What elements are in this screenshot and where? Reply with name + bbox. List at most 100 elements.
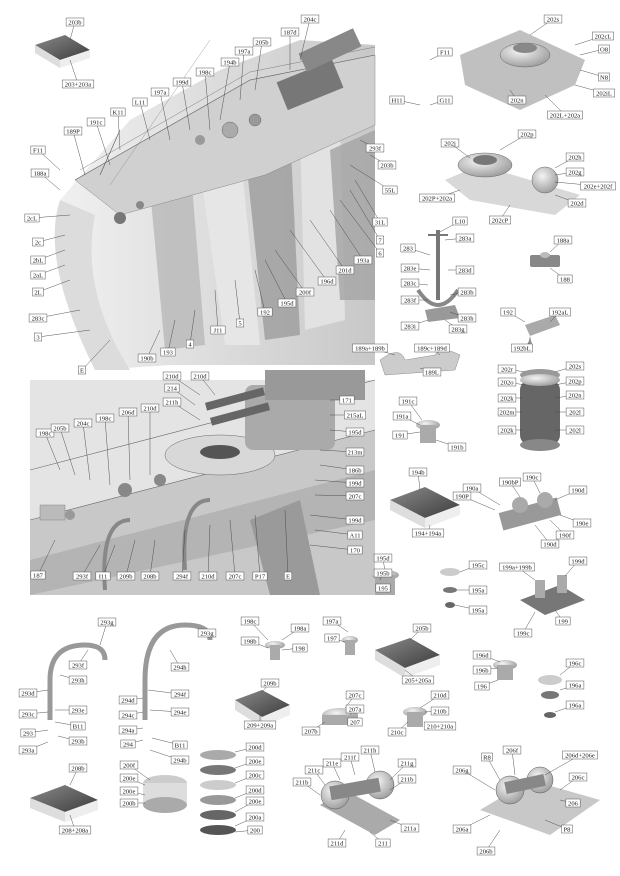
part-label: 211h bbox=[360, 745, 380, 773]
label-box bbox=[568, 772, 588, 782]
leader-line bbox=[104, 417, 111, 486]
part-label: 210d bbox=[190, 371, 216, 396]
part-label-text: 209b bbox=[263, 680, 277, 687]
part-label-text: 200c bbox=[249, 772, 262, 779]
part-label-text: 211d bbox=[331, 840, 345, 847]
part-label-text: 206d bbox=[121, 409, 135, 416]
label-box bbox=[322, 758, 342, 768]
label-box bbox=[119, 786, 139, 796]
part-label-text: N8 bbox=[600, 74, 609, 81]
label-box bbox=[198, 571, 218, 581]
part-label: 5 bbox=[234, 279, 244, 327]
label-box bbox=[72, 571, 92, 581]
label-box bbox=[78, 365, 86, 375]
label-box bbox=[565, 361, 585, 371]
label-box bbox=[474, 681, 490, 691]
part-label-text: 211 bbox=[378, 840, 388, 847]
part-label: 202d bbox=[554, 194, 587, 207]
part-label: 190b bbox=[137, 329, 161, 362]
part-label: 207c bbox=[225, 519, 245, 581]
part-label-text: 283h bbox=[460, 315, 474, 322]
label-box bbox=[160, 347, 176, 357]
label-box bbox=[345, 704, 365, 714]
part-label: 199d bbox=[314, 478, 365, 488]
label-box bbox=[497, 364, 517, 374]
part-label-text: 210b bbox=[433, 708, 447, 715]
part-label: 214 bbox=[164, 383, 196, 406]
label-box bbox=[376, 235, 384, 245]
part-label: 171 bbox=[330, 395, 355, 404]
part-label-text: 7 bbox=[378, 237, 382, 244]
part-label-text: 209b bbox=[119, 573, 133, 580]
label-box bbox=[457, 313, 477, 323]
label-box bbox=[497, 393, 517, 403]
part-label: 188 bbox=[549, 267, 573, 283]
label-box bbox=[68, 705, 88, 715]
part-label: 197a bbox=[150, 87, 171, 141]
part-label: 283e bbox=[400, 263, 431, 272]
part-label-text: 294d bbox=[121, 697, 135, 704]
part-label-text: 195d bbox=[376, 555, 390, 562]
label-box bbox=[345, 478, 365, 488]
part-label-text: 191a bbox=[396, 413, 409, 420]
label-box bbox=[35, 428, 55, 438]
label-box bbox=[68, 736, 88, 746]
part-label: 211a bbox=[389, 819, 420, 832]
part-label: 211f bbox=[340, 752, 360, 776]
part-label: 202k bbox=[497, 393, 522, 403]
part-label-text: 202n bbox=[568, 392, 582, 399]
label-box bbox=[497, 425, 517, 435]
part-label: 202n bbox=[554, 390, 585, 400]
part-label: 283g bbox=[444, 319, 468, 333]
part-label: 200d bbox=[234, 785, 265, 799]
part-label-text: 211e bbox=[326, 760, 339, 767]
label-box bbox=[140, 571, 160, 581]
part-label-text: R8 bbox=[483, 754, 491, 761]
part-label-text: 283e bbox=[404, 265, 417, 272]
part-label: L11 bbox=[132, 97, 151, 141]
part-label-text: J11 bbox=[214, 327, 223, 334]
label-box bbox=[452, 765, 472, 775]
label-box bbox=[252, 37, 272, 47]
part-label: 188a bbox=[549, 235, 573, 253]
part-label-text: 202e+202f bbox=[584, 183, 613, 190]
part-label-text: 2cL bbox=[27, 215, 37, 222]
leader-line bbox=[44, 432, 61, 471]
part-label: 188a bbox=[30, 168, 61, 191]
label-box bbox=[110, 107, 126, 117]
label-box bbox=[118, 710, 138, 720]
leader-line bbox=[127, 411, 131, 481]
part-label-text: 202s bbox=[569, 363, 582, 370]
part-label: 207b bbox=[301, 721, 326, 735]
part-label-text: 293 bbox=[23, 730, 34, 737]
part-label: 191b bbox=[435, 439, 467, 451]
part-label: 205b bbox=[409, 623, 432, 641]
label-box bbox=[408, 467, 428, 477]
label-box bbox=[400, 243, 416, 253]
part-label-text: 170 bbox=[350, 547, 361, 554]
part-label: 283b bbox=[449, 287, 477, 296]
part-label: 293a bbox=[18, 741, 49, 754]
part-label-text: 211h bbox=[364, 747, 378, 754]
label-box bbox=[375, 838, 391, 848]
label-box bbox=[565, 390, 585, 400]
label-box bbox=[565, 658, 585, 668]
label-box bbox=[68, 675, 88, 685]
label-box bbox=[565, 798, 581, 808]
label-box bbox=[225, 571, 245, 581]
part-label-text: 211b bbox=[401, 776, 415, 783]
part-label-text: 283b bbox=[460, 289, 474, 296]
label-box bbox=[210, 325, 226, 335]
label-box bbox=[170, 755, 190, 765]
part-label: G11 bbox=[429, 95, 453, 106]
part-label-text: 210+210a bbox=[427, 723, 453, 730]
leader-line bbox=[82, 422, 91, 481]
part-label: 196d bbox=[472, 650, 501, 663]
leader-line bbox=[254, 41, 263, 91]
part-label: 293e bbox=[55, 705, 88, 715]
part-label-text: 194b bbox=[411, 469, 425, 476]
part-label: 206b bbox=[476, 829, 501, 855]
part-label: 195a bbox=[454, 604, 488, 614]
part-label: 208+208a bbox=[58, 814, 92, 834]
part-label-text: 197a bbox=[238, 48, 251, 55]
